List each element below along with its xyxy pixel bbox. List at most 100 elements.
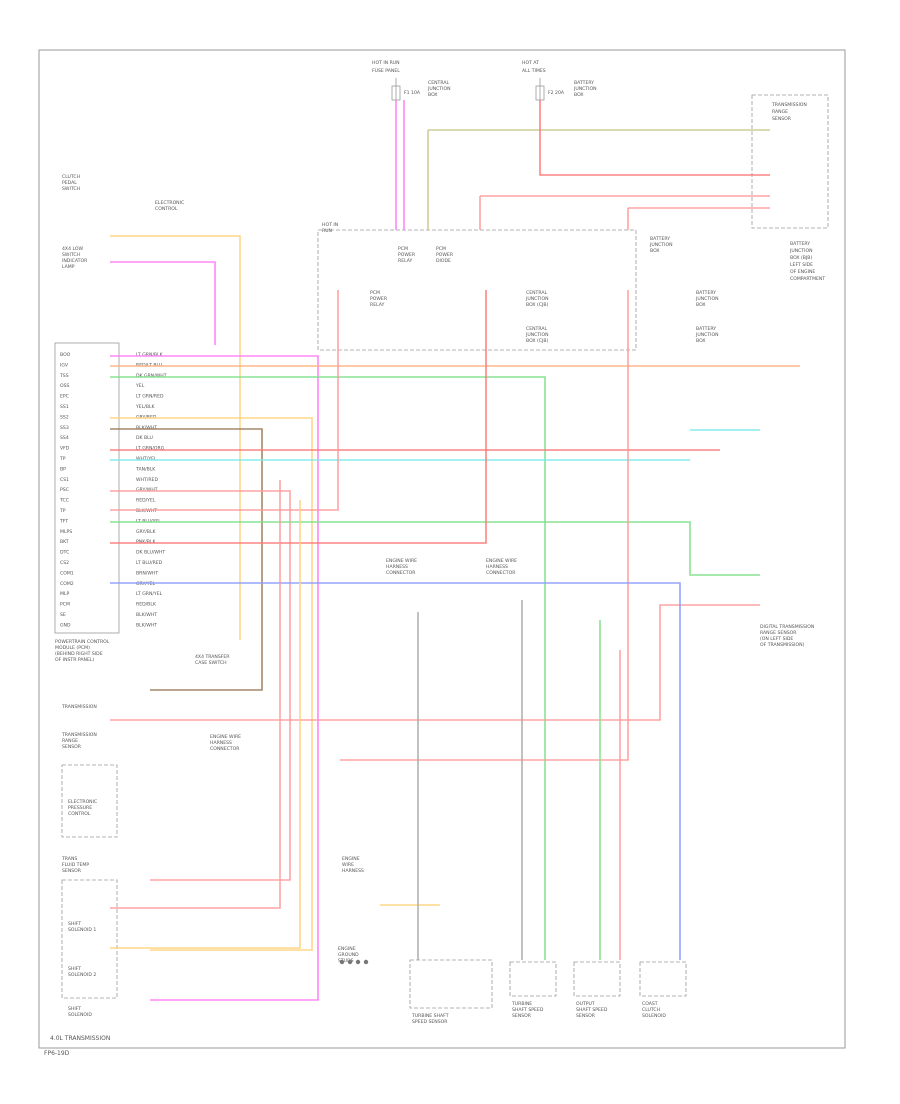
svg-text:JUNCTION: JUNCTION: [427, 86, 451, 92]
wire-color-label: LT GRN/YEL: [136, 591, 163, 597]
svg-text:SOLENOID: SOLENOID: [68, 1012, 92, 1018]
svg-text:CONNECTOR: CONNECTOR: [486, 570, 516, 576]
svg-text:PCM: PCM: [398, 246, 408, 252]
wire-trace: [110, 604, 760, 721]
svg-text:RANGE: RANGE: [62, 738, 78, 744]
svg-text:JUNCTION: JUNCTION: [649, 242, 673, 248]
wire-trace: [627, 207, 770, 230]
svg-text:PRESSURE: PRESSURE: [68, 805, 92, 811]
wires: [110, 100, 800, 1001]
svg-text:ELECTRONIC: ELECTRONIC: [155, 200, 184, 206]
svg-text:JUNCTION: JUNCTION: [695, 296, 719, 302]
pcm-pin-label: CS2: [60, 560, 69, 566]
pcm-pin-label: BKT: [60, 539, 69, 545]
wire-trace: [110, 290, 339, 511]
bottom-component-3: [573, 961, 621, 997]
svg-text:OF TRANSMISSION): OF TRANSMISSION): [760, 642, 805, 648]
corner-code: FP6-19D: [44, 1050, 70, 1057]
wire-trace: [110, 490, 291, 881]
svg-text:SOLENOID: SOLENOID: [642, 1013, 666, 1019]
pcm-pin-label: PSC: [60, 487, 69, 493]
wire-trace: [427, 129, 770, 230]
svg-text:RELAY: RELAY: [398, 258, 413, 264]
svg-text:CENTRAL: CENTRAL: [526, 326, 548, 332]
wire-color-label: WHT/YEL: [136, 456, 157, 462]
svg-text:DIODE: DIODE: [436, 258, 451, 264]
svg-text:JUNCTION: JUNCTION: [789, 248, 813, 254]
svg-text:INDICATOR: INDICATOR: [62, 258, 88, 264]
svg-text:BOX (CJB): BOX (CJB): [526, 338, 549, 344]
pcm-pin-label: SS3: [60, 425, 69, 431]
svg-text:BOX (CJB): BOX (CJB): [526, 302, 549, 308]
svg-text:SHIFT: SHIFT: [68, 921, 81, 927]
svg-text:JUNCTION: JUNCTION: [525, 296, 549, 302]
svg-text:POWER: POWER: [436, 252, 454, 258]
svg-text:PCM: PCM: [436, 246, 446, 252]
svg-text:HARNESS: HARNESS: [386, 564, 408, 570]
svg-text:TRANSMISSION: TRANSMISSION: [61, 704, 97, 710]
svg-text:CASE SWITCH: CASE SWITCH: [195, 660, 227, 666]
wire-color-label: DK BLU: [136, 435, 153, 441]
wire-trace: [110, 521, 760, 576]
wire-color-label: BRN/WHT: [136, 570, 158, 576]
svg-text:ENGINE WIRE: ENGINE WIRE: [386, 558, 417, 564]
svg-text:RELAY: RELAY: [370, 302, 385, 308]
svg-text:CONTROL: CONTROL: [155, 206, 178, 212]
wire-trace: [110, 582, 681, 960]
wire-color-label: RED/BLK: [136, 602, 157, 608]
wire-trace: [340, 290, 629, 761]
svg-text:JUNCTION: JUNCTION: [573, 86, 597, 92]
svg-text:BOX: BOX: [650, 248, 660, 254]
svg-text:FLUID TEMP: FLUID TEMP: [62, 862, 89, 868]
svg-text:ENGINE: ENGINE: [342, 856, 360, 862]
pcm-pin-label: MLPS: [60, 529, 72, 535]
svg-text:F1 10A: F1 10A: [404, 90, 421, 96]
wire-color-label: YEL: [135, 383, 145, 389]
svg-text:BOX: BOX: [696, 302, 706, 308]
wire-color-label: BLK/WHT: [136, 425, 157, 431]
svg-text:SENSOR: SENSOR: [62, 868, 82, 874]
svg-text:SHAFT SPEED: SHAFT SPEED: [512, 1007, 544, 1013]
svg-text:ENGINE WIRE: ENGINE WIRE: [486, 558, 517, 564]
footer-left: 4.0L TRANSMISSION: [50, 1035, 110, 1042]
svg-text:OF INSTR PANEL): OF INSTR PANEL): [55, 657, 94, 663]
pcm-pin-label: BOO: [60, 352, 71, 358]
svg-text:(ON LEFT SIDE: (ON LEFT SIDE: [760, 636, 793, 642]
svg-text:BATTERY: BATTERY: [696, 326, 716, 332]
svg-text:GROUND: GROUND: [338, 952, 359, 958]
wire-color-label: LT GRN/ORG: [136, 446, 165, 452]
svg-text:BOX (BJB): BOX (BJB): [790, 255, 812, 261]
ground-studs: [339, 959, 369, 965]
pcm-pin-label: PCM: [60, 602, 70, 608]
svg-text:TRANSMISSION: TRANSMISSION: [61, 732, 97, 738]
wire-trace: [110, 261, 216, 345]
svg-text:BOX: BOX: [696, 338, 706, 344]
svg-text:POWER: POWER: [398, 252, 416, 258]
svg-text:TRANS: TRANS: [61, 856, 77, 862]
pcm-pin-label: IGV: [60, 362, 69, 368]
svg-text:SPEED SENSOR: SPEED SENSOR: [412, 1019, 448, 1025]
svg-text:SENSOR: SENSOR: [512, 1013, 532, 1019]
wire-color-label: GRY/BLK: [136, 529, 157, 535]
bottom-component-4: [639, 961, 687, 997]
svg-text:SENSOR: SENSOR: [772, 116, 792, 122]
svg-text:COMPARTMENT: COMPARTMENT: [790, 276, 825, 282]
svg-text:STUDS: STUDS: [338, 958, 354, 964]
pcm-pin-label: CS1: [60, 477, 69, 483]
svg-text:BOX: BOX: [574, 92, 584, 98]
svg-text:LEFT SIDE: LEFT SIDE: [790, 262, 813, 268]
wire-color-label: LT GRN/RED: [136, 394, 164, 400]
svg-text:SHIFT: SHIFT: [68, 966, 81, 972]
diagram-frame: [38, 49, 846, 1049]
pcm-pin-label: TP: [59, 456, 66, 462]
svg-text:BATTERY: BATTERY: [574, 80, 594, 86]
pcm-pin-label: MLP: [60, 591, 70, 597]
svg-text:CONTROL: CONTROL: [68, 811, 91, 817]
wire-trace: [110, 235, 241, 640]
svg-text:POWER: POWER: [370, 296, 388, 302]
svg-text:PCM: PCM: [370, 290, 380, 296]
pcm-pin-label: BP: [60, 466, 66, 472]
wire-trace: [110, 428, 263, 691]
wire-color-label: RED/YEL: [136, 498, 156, 504]
